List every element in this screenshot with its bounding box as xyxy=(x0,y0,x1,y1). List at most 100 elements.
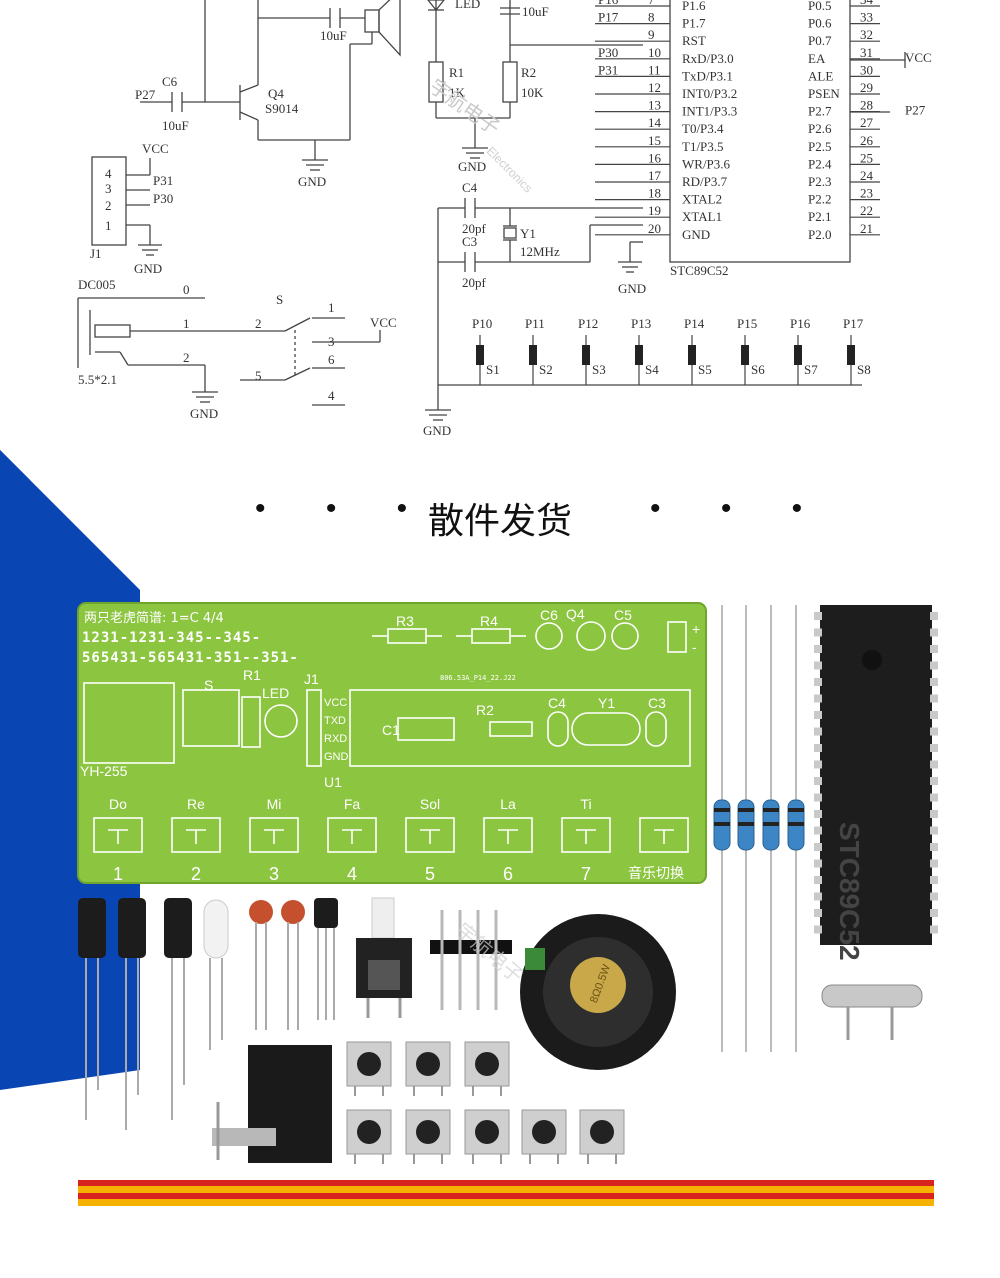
r1-label: R1 xyxy=(449,65,464,80)
mcu-right-pin-name: P2.1 xyxy=(808,209,831,224)
r1-value: 1K xyxy=(449,85,466,100)
mcu-left-net: P16 xyxy=(598,0,619,7)
section-heading: • • • 散件发货 • • • xyxy=(0,492,1000,542)
pcb-key-outline xyxy=(93,817,143,853)
mcu-left-pin-name: P1.6 xyxy=(682,0,706,13)
mcu-left-pin-name: T0/P3.4 xyxy=(682,121,724,136)
key-switch-icon xyxy=(635,345,643,365)
pcb-key-outline xyxy=(639,817,689,853)
mcu-left-pin-num: 12 xyxy=(648,80,661,95)
mcu-left-pin-name: XTAL2 xyxy=(682,192,722,207)
mcu-right-pin-name: ALE xyxy=(808,68,833,83)
key-name-label: S4 xyxy=(645,362,659,377)
key-net-label: P16 xyxy=(790,316,811,331)
pcb-code: 806.53A_P14_22.J22 xyxy=(440,674,516,682)
key-name-label: S8 xyxy=(857,362,871,377)
mcu-right-pin-name: P2.2 xyxy=(808,192,831,207)
pcb-c4: C4 xyxy=(548,695,566,711)
resistors xyxy=(713,605,805,1052)
j1-label: J1 xyxy=(90,246,102,261)
mcu-left-pin-num: 15 xyxy=(648,133,661,148)
mcu-left-pin-name: RxD/P3.0 xyxy=(682,51,734,66)
pcb-note-label: La xyxy=(500,796,516,812)
key-net-label: P11 xyxy=(525,316,545,331)
pcb-board: 两只老虎简谱: 1=C 4/4 1231-1231-345--345- 5654… xyxy=(77,602,707,884)
mcu-right-pin-name: P2.0 xyxy=(808,227,831,242)
pcb-j1-vcc: VCC xyxy=(324,697,347,709)
heading-title: 散件发货 xyxy=(427,501,572,542)
pcb-r1: R1 xyxy=(243,667,261,683)
vcc-label-j1: VCC xyxy=(142,141,169,156)
pcb-r3: R3 xyxy=(396,613,414,629)
transistor-part xyxy=(314,898,338,1020)
key-switch-icon xyxy=(476,345,484,365)
c6-label: C6 xyxy=(162,74,178,89)
dc-pin-1: 1 xyxy=(183,316,190,331)
pcb-score-line1: 1231-1231-345--345- xyxy=(82,630,261,646)
gnd-label-mcu: GND xyxy=(618,281,646,296)
gnd-label-q4: GND xyxy=(298,174,326,189)
mcu-left-pin-num: 11 xyxy=(648,62,661,77)
mcu-label: STC89C52 xyxy=(670,263,729,278)
mcu-right-pin-num: 34 xyxy=(860,0,874,7)
mcu-right-pin-name: P2.3 xyxy=(808,174,831,189)
pcb-note-label: Re xyxy=(187,796,205,812)
mcu-left-net: P30 xyxy=(598,45,618,60)
mcu-left-pin-num: 17 xyxy=(648,168,662,183)
mcu-left-pin-name: WR/P3.6 xyxy=(682,156,731,171)
color-stripe xyxy=(78,1180,934,1206)
mcu-left-net: P17 xyxy=(598,10,619,25)
dc-pin-0: 0 xyxy=(183,282,190,297)
mcu-left-pin-name: XTAL1 xyxy=(682,209,722,224)
mcu-left-pin-num: 8 xyxy=(648,10,655,25)
pcb-c1: C1 xyxy=(382,722,400,738)
mcu-left-pin-name: P1.7 xyxy=(682,16,706,31)
r2-value: 10K xyxy=(521,85,544,100)
pcb-led: LED xyxy=(262,685,289,701)
speaker-part: 8Ω0.5W xyxy=(520,914,676,1070)
mcu-right-pin-num: 28 xyxy=(860,98,873,113)
watermark-text: 宇航电子 xyxy=(425,74,504,140)
pcb-key-number: 7 xyxy=(581,864,591,884)
switch-label: S xyxy=(276,292,283,307)
mcu-left-pin-num: 9 xyxy=(648,27,655,42)
mcu-right-pin-num: 30 xyxy=(860,62,873,77)
pcb-key-outline xyxy=(483,817,533,853)
electrolytic-capacitors xyxy=(78,898,192,1130)
mcu-chip: STC89C52 xyxy=(814,605,938,961)
pcb-y1: Y1 xyxy=(598,695,615,711)
switch-pin-1: 1 xyxy=(328,300,335,315)
key-name-label: S6 xyxy=(751,362,765,377)
c-led-value: 10uF xyxy=(522,4,549,19)
pcb-key-number: 3 xyxy=(269,864,279,884)
pcb-key-number: 4 xyxy=(347,864,357,884)
pcb-s: S xyxy=(204,677,213,693)
r2-label: R2 xyxy=(521,65,536,80)
mcu-left-pin-num: 14 xyxy=(648,115,662,130)
dc-jack-part xyxy=(212,1045,332,1163)
y1-label: Y1 xyxy=(520,226,536,241)
pcb-plus: + xyxy=(692,621,700,637)
circuit-schematic: 7P1.6P168P1.7P179RST10RxD/P3.0P3011TxD/P… xyxy=(77,0,932,438)
c3-label: C3 xyxy=(462,234,477,249)
j1-pin-1: 1 xyxy=(105,218,112,233)
switch-pin-5: 5 xyxy=(255,368,262,383)
gnd-label-j1: GND xyxy=(134,261,162,276)
mcu-right-pin-num: 25 xyxy=(860,150,873,165)
pcb-key-outline xyxy=(327,817,377,853)
mcu-left-pin-num: 16 xyxy=(648,150,662,165)
key-name-label: S2 xyxy=(539,362,553,377)
pcb-note-label: Do xyxy=(109,796,127,812)
switch-pin-3: 3 xyxy=(328,334,335,349)
key-net-label: P17 xyxy=(843,316,864,331)
led-part xyxy=(203,899,229,1050)
pcb-c3: C3 xyxy=(648,695,666,711)
pcb-note-label: Sol xyxy=(420,796,440,812)
c6-value: 10uF xyxy=(162,118,189,133)
pcb-key-number: 6 xyxy=(503,864,513,884)
pcb-key-outline xyxy=(249,817,299,853)
key-switch-icon xyxy=(529,345,537,365)
mcu-right-pin-num: 27 xyxy=(860,115,874,130)
pcb-key-number: 1 xyxy=(113,864,123,884)
mcu-right-pin-num: 31 xyxy=(860,45,873,60)
